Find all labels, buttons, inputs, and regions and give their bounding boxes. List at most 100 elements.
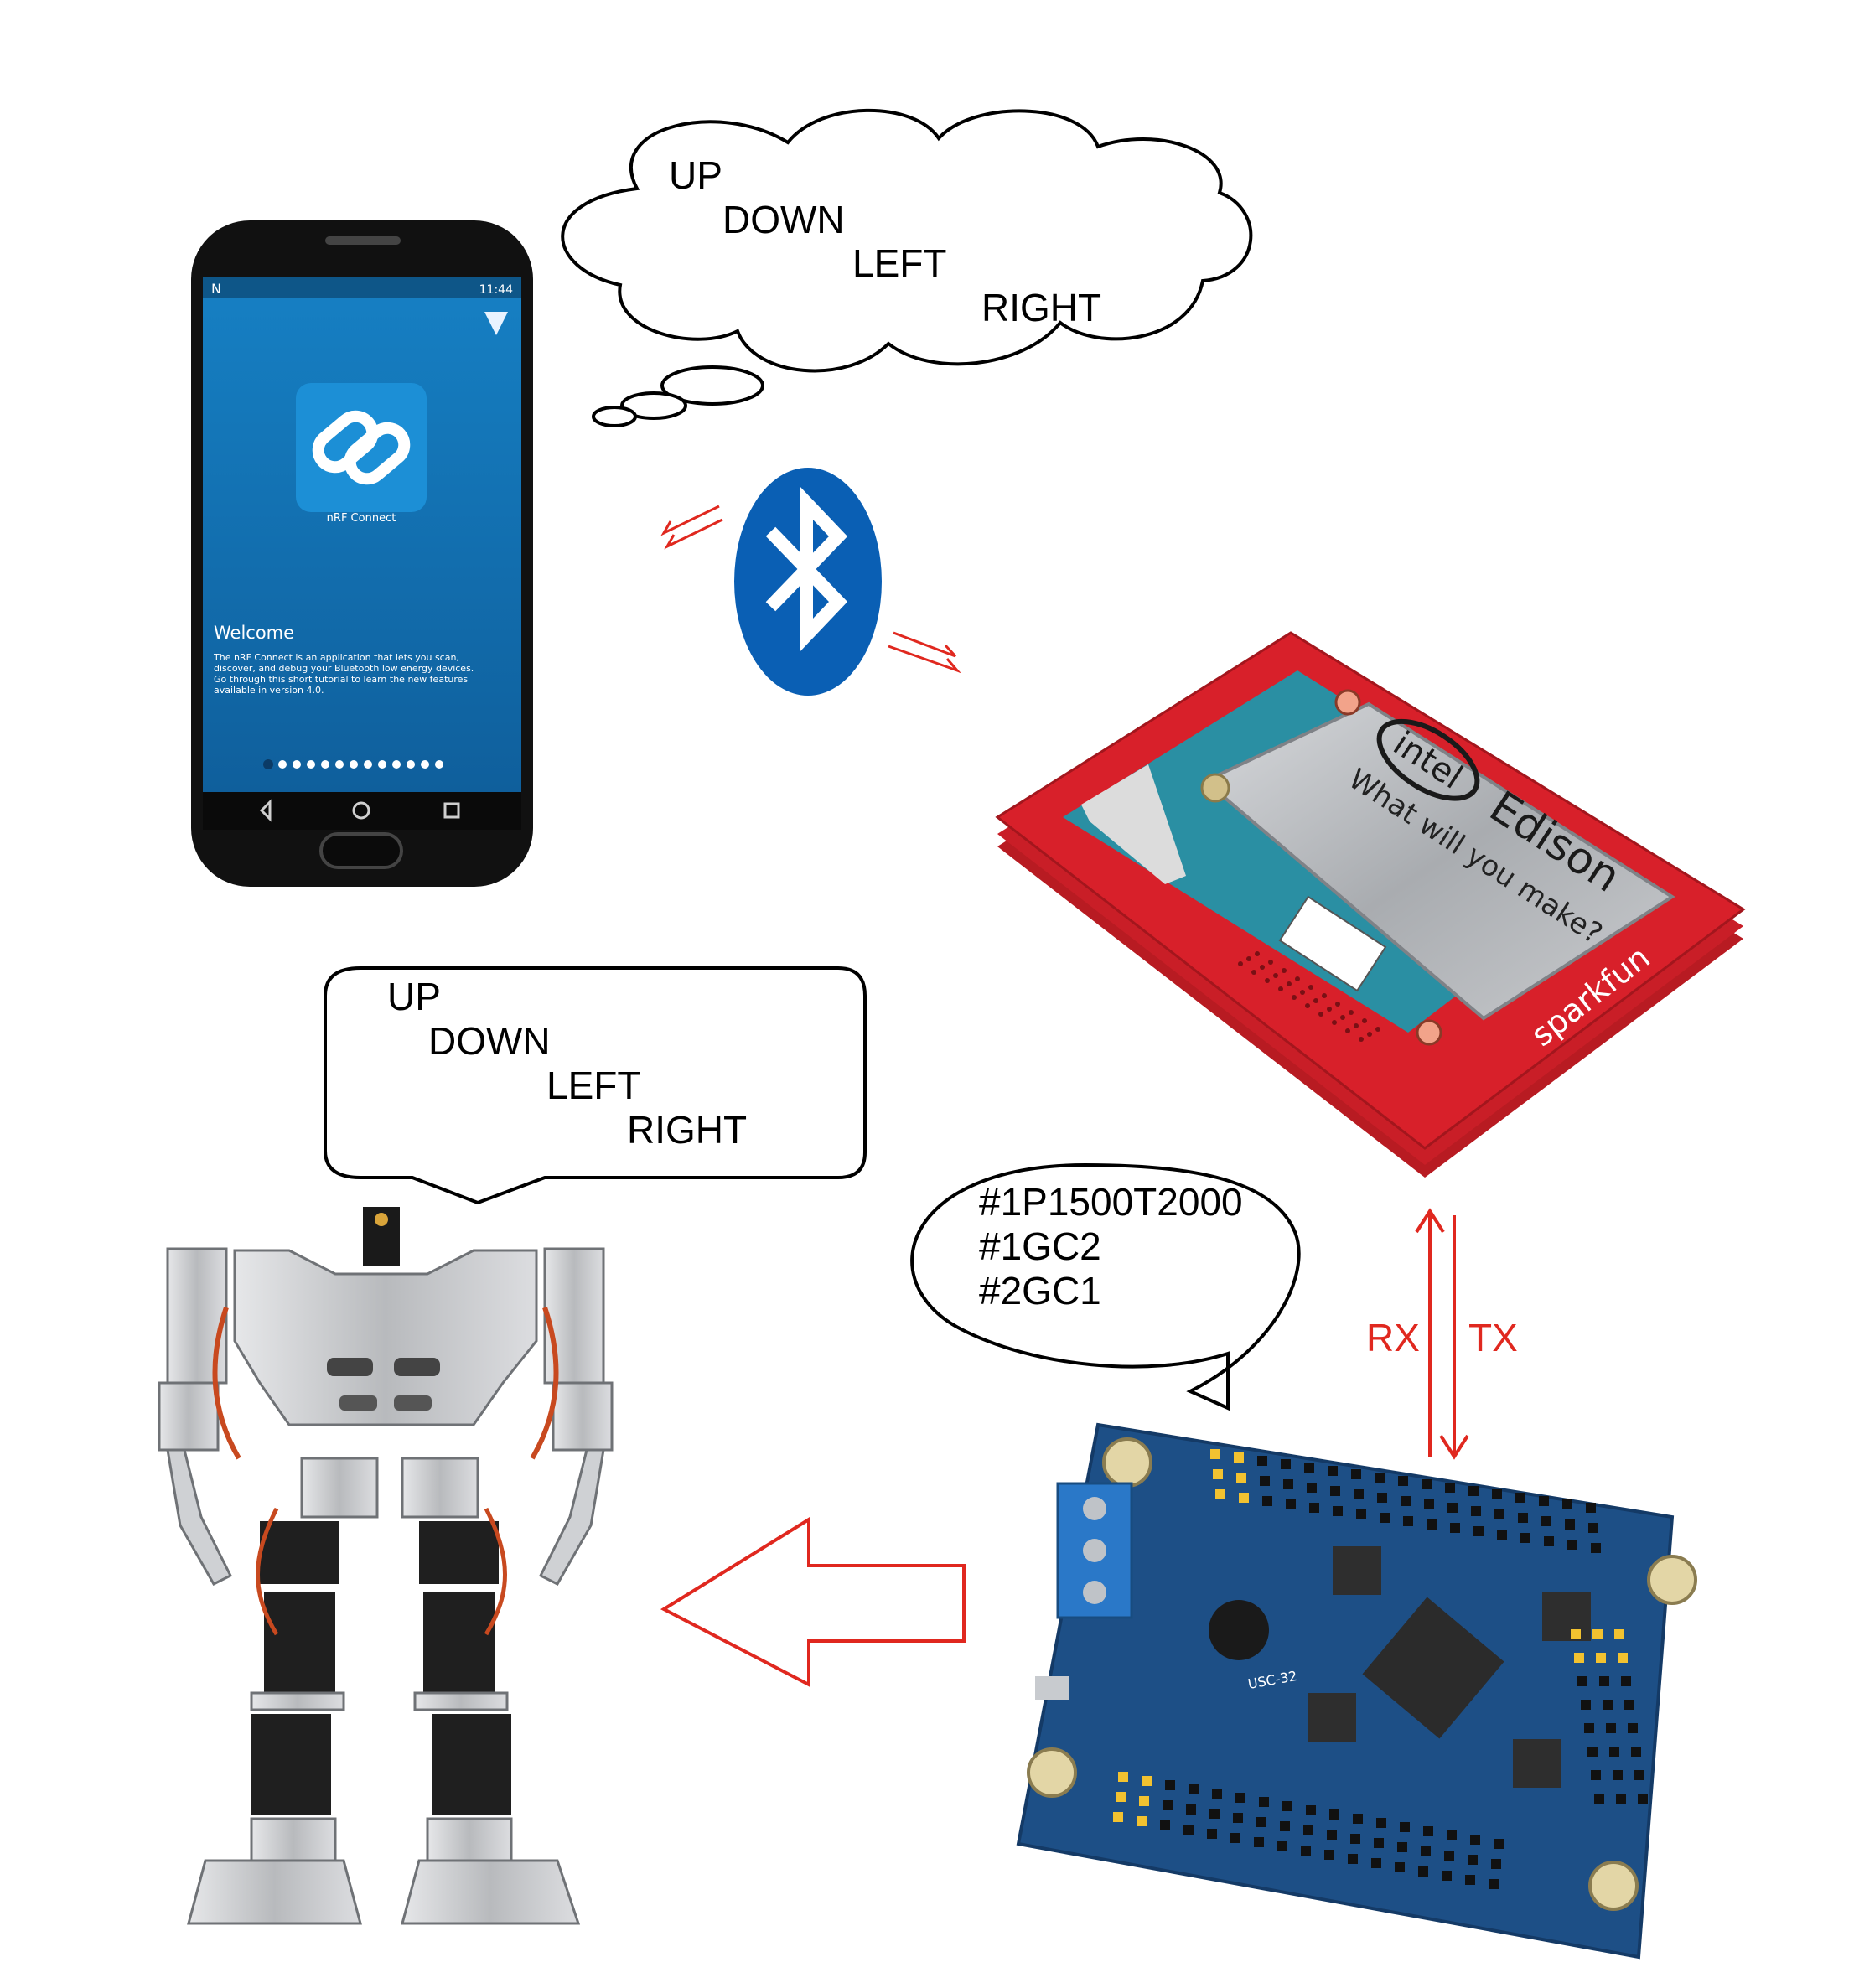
header-hole <box>1327 1007 1332 1012</box>
header-pin <box>1631 1747 1641 1757</box>
header-pin <box>1142 1776 1152 1786</box>
header-pin <box>1307 1483 1317 1493</box>
header-pin <box>1470 1835 1480 1845</box>
header-pin <box>1280 1821 1290 1831</box>
command-speech-bubble <box>910 1162 1301 1411</box>
header-pin <box>1515 1493 1525 1503</box>
rx-label: RX <box>1366 1316 1420 1359</box>
header-pin <box>1351 1469 1361 1479</box>
page-dot <box>364 760 372 769</box>
header-hole <box>1318 1012 1323 1017</box>
header-pin <box>1567 1540 1577 1550</box>
header-pin <box>1375 1473 1385 1483</box>
header-hole <box>1287 981 1292 986</box>
header-pin <box>1257 1456 1267 1466</box>
header-pin <box>1277 1841 1287 1851</box>
phone-home-button[interactable] <box>319 832 403 869</box>
header-pin <box>1581 1700 1591 1710</box>
header-pin <box>1306 1805 1316 1815</box>
command-line-3: #2GC1 <box>979 1269 1101 1312</box>
header-pin <box>1328 1466 1338 1476</box>
header-pin <box>1539 1496 1549 1506</box>
header-pin <box>1254 1837 1264 1847</box>
header-pin <box>1353 1814 1363 1824</box>
command-line-1: #1P1500T2000 <box>979 1180 1243 1224</box>
thought-line-up: UP <box>669 153 722 197</box>
intel-edison-board: intel Edison What will you make? sparkfu… <box>995 631 1746 1178</box>
header-pin <box>1427 1519 1437 1530</box>
header-pin <box>1303 1825 1313 1835</box>
driver-chip-1 <box>1333 1546 1381 1595</box>
header-pin <box>1584 1723 1594 1733</box>
header-pin <box>1163 1800 1173 1810</box>
wireless-arrows-phone <box>660 505 723 550</box>
welcome-line-4: available in version 4.0. <box>214 685 324 696</box>
header-pin <box>1614 1629 1624 1639</box>
header-hole <box>1265 978 1270 983</box>
page-dot <box>321 760 329 769</box>
robot-right-foot <box>401 1859 581 1925</box>
page-dot <box>392 760 401 769</box>
header-hole <box>1300 990 1305 995</box>
header-pin <box>1397 1842 1407 1852</box>
header-hole <box>1268 960 1273 965</box>
header-pin <box>1371 1858 1381 1868</box>
header-hole <box>1349 1010 1354 1015</box>
nav-back-icon[interactable] <box>259 799 272 822</box>
header-pin <box>1418 1866 1428 1877</box>
header-pin <box>1403 1516 1413 1526</box>
header-pin <box>1304 1463 1314 1473</box>
driver-chip-4 <box>1513 1739 1561 1788</box>
header-pin <box>1374 1838 1384 1848</box>
header-pin <box>1596 1653 1606 1663</box>
header-hole <box>1273 973 1278 978</box>
header-pin <box>1497 1530 1507 1540</box>
wireless-arrows-edison <box>888 631 961 674</box>
robot-line-down: DOWN <box>428 1019 551 1063</box>
header-pin <box>1376 1818 1386 1828</box>
bluetooth-icon <box>734 468 882 696</box>
header-hole <box>1282 968 1287 973</box>
robot-right-shin-servo <box>432 1714 511 1815</box>
header-pin <box>1301 1846 1311 1856</box>
thought-line-left: LEFT <box>852 241 946 285</box>
header-pin <box>1586 1503 1596 1513</box>
header-pin <box>1618 1653 1628 1663</box>
header-pin <box>1233 1813 1243 1823</box>
phone-screen <box>203 277 521 792</box>
header-pin <box>1638 1794 1648 1804</box>
robot-left-foot <box>187 1859 362 1925</box>
header-pin <box>1447 1503 1458 1513</box>
robot-torso <box>233 1249 538 1426</box>
header-pin <box>1491 1859 1501 1869</box>
header-pin <box>1113 1812 1123 1822</box>
header-hole <box>1345 1028 1350 1033</box>
header-pin <box>1489 1879 1499 1889</box>
header-hole <box>1238 961 1243 966</box>
nav-home-icon[interactable] <box>352 801 370 820</box>
buzzer <box>1209 1600 1269 1660</box>
welcome-line-2: discover, and debug your Bluetooth low e… <box>214 663 474 674</box>
header-pin <box>1356 1509 1366 1519</box>
header-pin <box>1465 1875 1475 1885</box>
robot-line-left: LEFT <box>546 1064 640 1107</box>
header-hole <box>1354 1023 1359 1028</box>
header-pin <box>1286 1499 1296 1509</box>
header-hole <box>1313 998 1318 1003</box>
header-pin <box>1606 1723 1616 1733</box>
header-pin <box>1230 1833 1240 1843</box>
header-pin <box>1442 1871 1452 1881</box>
header-hole <box>1292 995 1297 1000</box>
header-pin <box>1613 1770 1623 1780</box>
header-pin <box>1118 1772 1128 1782</box>
header-pin <box>1262 1496 1272 1506</box>
header-pin <box>1494 1839 1504 1849</box>
header-hole <box>1332 1020 1337 1025</box>
header-pin <box>1260 1476 1270 1486</box>
page-dot <box>421 760 429 769</box>
header-hole <box>1322 993 1327 998</box>
header-pin <box>1401 1496 1411 1506</box>
app-name: nRF Connect <box>327 512 396 525</box>
nav-recents-icon[interactable] <box>443 802 460 819</box>
page-dot <box>278 760 287 769</box>
